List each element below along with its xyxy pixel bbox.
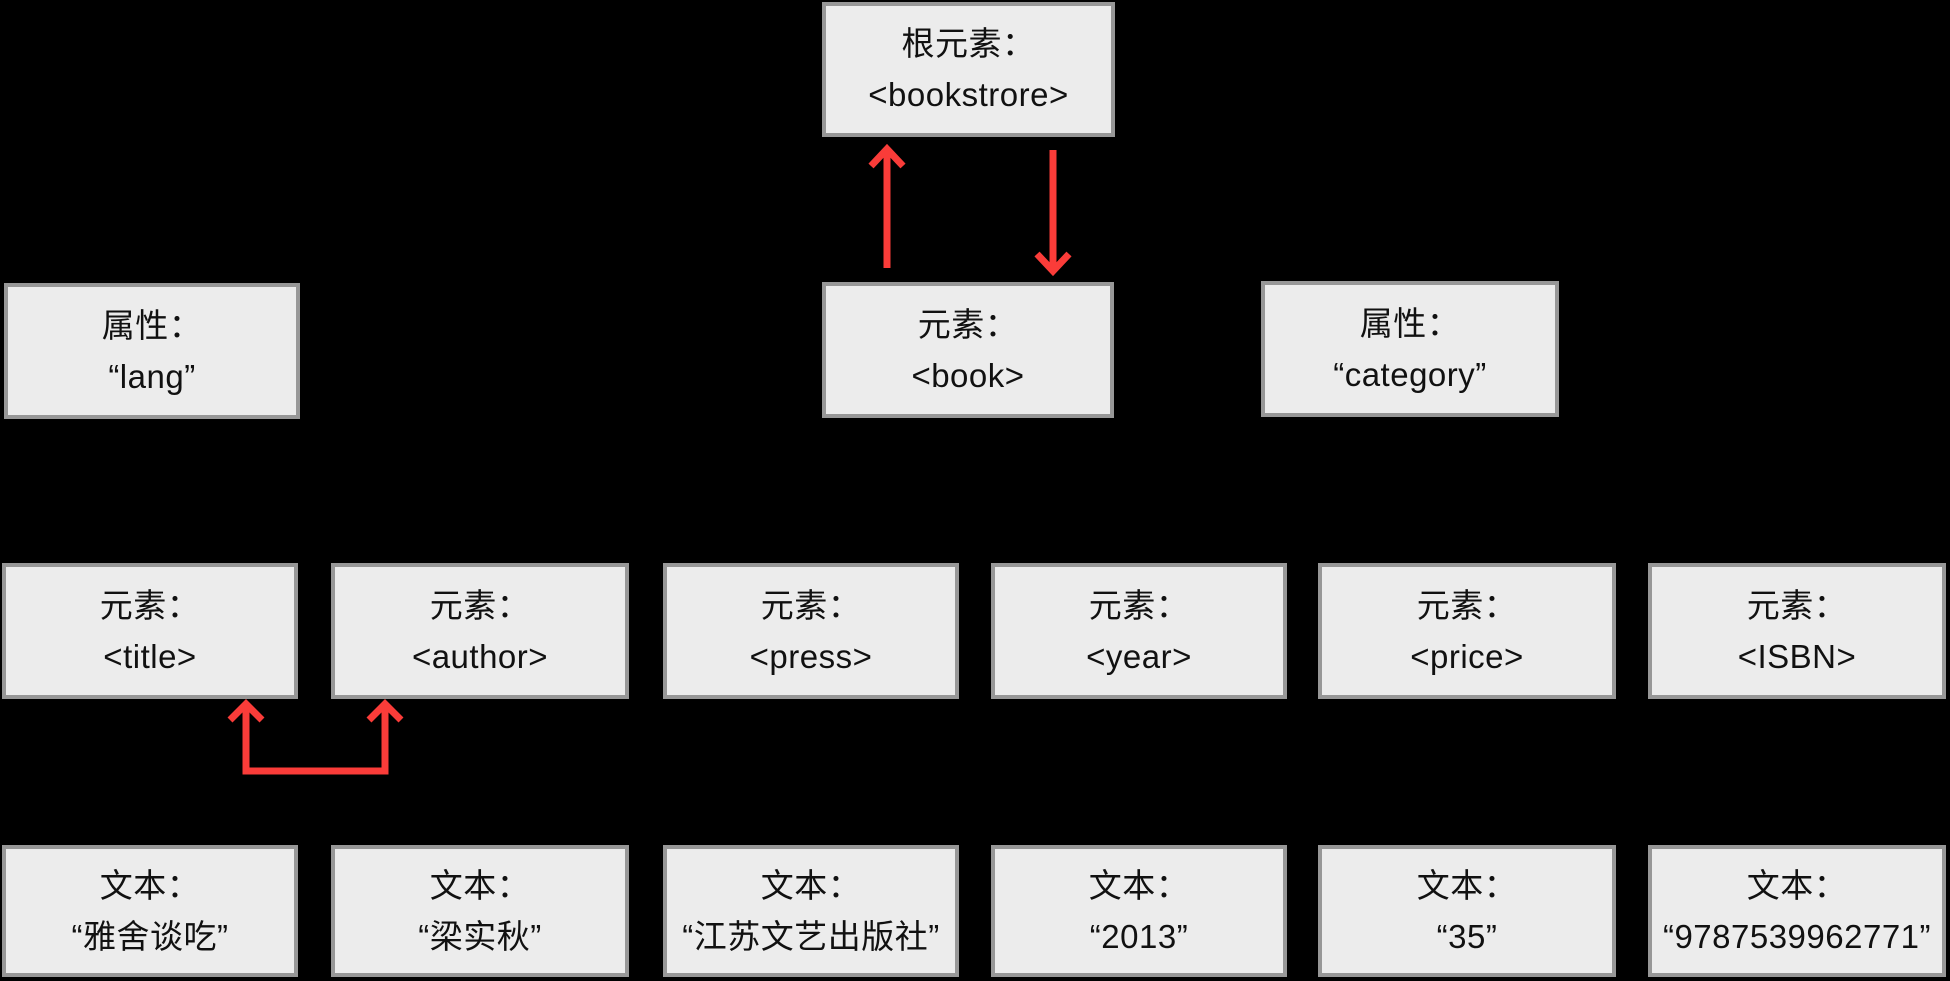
node-label: 文本： — [1416, 866, 1518, 904]
node-book-element: 元素： <book> — [822, 282, 1114, 418]
node-label: 文本： — [1746, 866, 1848, 904]
node-value: <title> — [103, 637, 197, 675]
node-value: <bookstrore> — [868, 76, 1069, 113]
node-attr-category: 属性： “category” — [1261, 281, 1559, 417]
node-value: “梁实秋” — [418, 917, 542, 955]
node-text-price: 文本： “35” — [1318, 845, 1616, 977]
node-text-isbn: 文本： “9787539962771” — [1648, 845, 1946, 977]
node-value: <author> — [411, 637, 549, 675]
node-text-year: 文本： “2013” — [991, 845, 1287, 977]
node-label: 元素： — [1746, 586, 1848, 624]
node-value: <book> — [911, 356, 1025, 394]
node-text-title: 文本： “雅舍谈吃” — [2, 845, 298, 977]
node-label: 属性： — [101, 306, 203, 344]
node-value: <ISBN> — [1737, 637, 1857, 675]
node-value: “lang” — [108, 357, 196, 395]
node-value: <press> — [749, 637, 873, 675]
node-element-year: 元素： <year> — [991, 563, 1287, 699]
node-value: <price> — [1410, 637, 1524, 675]
node-label: 元素： — [1416, 586, 1518, 624]
node-value: “category” — [1333, 355, 1487, 393]
node-label: 文本： — [99, 866, 201, 904]
node-label: 元素： — [1088, 586, 1190, 624]
node-element-price: 元素： <price> — [1318, 563, 1616, 699]
node-text-press: 文本： “江苏文艺出版社” — [663, 845, 959, 977]
node-value: “雅舍谈吃” — [71, 917, 229, 955]
node-element-author: 元素： <author> — [331, 563, 629, 699]
node-element-isbn: 元素： <ISBN> — [1648, 563, 1946, 699]
node-value: “江苏文艺出版社” — [682, 917, 940, 955]
node-text-author: 文本： “梁实秋” — [331, 845, 629, 977]
node-label: 元素： — [99, 586, 201, 624]
node-label: 元素： — [760, 586, 862, 624]
node-value: “9787539962771” — [1662, 917, 1932, 955]
node-label: 文本： — [760, 866, 862, 904]
node-root-element: 根元素： <bookstrore> — [822, 2, 1115, 137]
node-label: 文本： — [429, 866, 531, 904]
root-to-book-arrow — [1034, 150, 1072, 277]
node-label: 文本： — [1088, 866, 1190, 904]
node-value: “2013” — [1089, 917, 1189, 955]
node-label: 元素： — [917, 305, 1019, 343]
node-label: 元素： — [429, 586, 531, 624]
node-attr-lang: 属性： “lang” — [4, 283, 300, 419]
node-element-press: 元素： <press> — [663, 563, 959, 699]
title-author-sibling-connector — [227, 699, 404, 775]
node-element-title: 元素： <title> — [2, 563, 298, 699]
node-label: 属性： — [1359, 304, 1461, 342]
node-value: <year> — [1086, 637, 1192, 675]
node-value: “35” — [1436, 917, 1498, 955]
book-to-root-arrow — [868, 143, 906, 268]
node-label: 根元素： — [901, 25, 1036, 63]
